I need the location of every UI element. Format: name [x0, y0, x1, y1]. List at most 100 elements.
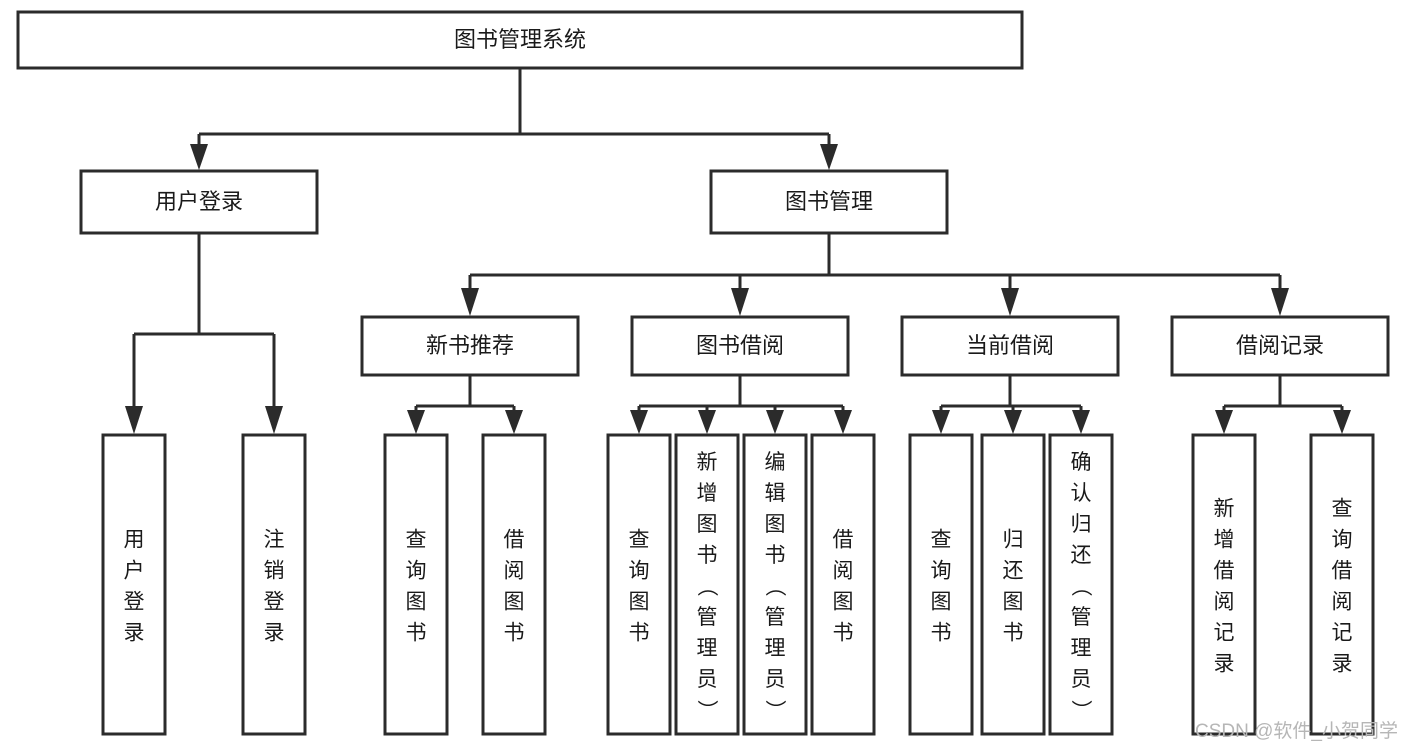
svg-text:户: 户 — [124, 560, 145, 583]
node-book-management[interactable]: 图书管理 — [709, 169, 949, 235]
arrow-head-borrow-record — [1271, 288, 1289, 316]
node-leaf-query-books-current-box[interactable] — [908, 433, 974, 736]
node-leaf-user-login-box[interactable] — [101, 433, 167, 736]
node-leaf-query-books-recommend-box[interactable] — [383, 433, 449, 736]
svg-text:图: 图 — [833, 591, 854, 614]
svg-text:书: 书 — [1003, 622, 1024, 645]
svg-text:增: 增 — [1214, 529, 1235, 552]
svg-text:用: 用 — [124, 529, 145, 552]
arrow-head-leaf-edit-book-admin — [766, 410, 784, 434]
svg-text:录: 录 — [1214, 653, 1235, 676]
svg-text:管: 管 — [697, 606, 718, 629]
svg-text:记: 记 — [1332, 622, 1353, 645]
svg-text:书: 书 — [406, 622, 427, 645]
svg-text:录: 录 — [264, 622, 285, 645]
svg-text:图: 图 — [406, 591, 427, 614]
node-new-book-recommend-label: 新书推荐 — [426, 333, 514, 358]
node-leaf-add-book-admin-box[interactable] — [674, 433, 740, 736]
svg-text:登: 登 — [124, 591, 145, 614]
svg-text:）: ） — [695, 700, 718, 721]
node-book-management-box[interactable] — [709, 169, 949, 235]
arrow-head-leaf-query-books-borrow — [630, 410, 648, 434]
svg-text:查: 查 — [931, 529, 952, 552]
svg-text:录: 录 — [1332, 653, 1353, 676]
svg-text:（: （ — [695, 576, 718, 597]
svg-text:书: 书 — [504, 622, 525, 645]
svg-text:图: 图 — [765, 513, 786, 536]
arrow-head-new-book-recommend — [461, 288, 479, 316]
node-current-borrow-label: 当前借阅 — [966, 333, 1054, 358]
svg-text:理: 理 — [765, 637, 786, 660]
svg-text:书: 书 — [833, 622, 854, 645]
svg-text:员: 员 — [765, 668, 786, 691]
svg-text:阅: 阅 — [1214, 591, 1235, 614]
arrow-head-leaf-query-books-current — [932, 410, 950, 434]
svg-text:书: 书 — [765, 544, 786, 567]
node-leaf-borrow-books-borrow-box[interactable] — [810, 433, 876, 736]
node-borrow-record-label: 借阅记录 — [1236, 333, 1324, 358]
node-book-borrow-box[interactable] — [630, 315, 850, 377]
arrow-head-leaf-borrow-books-borrow — [834, 410, 852, 434]
svg-text:新: 新 — [1214, 498, 1235, 521]
arrow-head-leaf-user-logout — [265, 406, 283, 434]
svg-text:询: 询 — [406, 560, 427, 583]
svg-text:询: 询 — [629, 560, 650, 583]
svg-text:（: （ — [763, 576, 786, 597]
node-new-book-recommend[interactable]: 新书推荐 — [360, 315, 580, 377]
node-new-book-recommend-box[interactable] — [360, 315, 580, 377]
node-leaf-user-login-label: 用户登录 — [124, 529, 145, 645]
node-current-borrow[interactable]: 当前借阅 — [900, 315, 1120, 377]
node-leaf-query-borrow-record-box[interactable] — [1309, 433, 1375, 736]
arrow-head-leaf-add-book-admin — [698, 410, 716, 434]
svg-text:编: 编 — [765, 451, 786, 474]
svg-text:图: 图 — [629, 591, 650, 614]
node-leaf-borrow-books-recommend-box[interactable] — [481, 433, 547, 736]
node-user-login-box[interactable] — [79, 169, 319, 235]
arrow-head-leaf-user-login — [125, 406, 143, 434]
node-leaf-edit-book-admin-box[interactable] — [742, 433, 808, 736]
svg-text:（: （ — [1069, 576, 1092, 597]
svg-text:管: 管 — [1071, 606, 1092, 629]
svg-text:管: 管 — [765, 606, 786, 629]
svg-text:辑: 辑 — [765, 482, 786, 505]
svg-text:图: 图 — [1003, 591, 1024, 614]
node-root[interactable]: 图书管理系统 — [16, 10, 1024, 70]
node-leaf-return-books-box[interactable] — [980, 433, 1046, 736]
node-book-borrow[interactable]: 图书借阅 — [630, 315, 850, 377]
node-borrow-record[interactable]: 借阅记录 — [1170, 315, 1390, 377]
svg-text:员: 员 — [697, 668, 718, 691]
node-user-login-label: 用户登录 — [155, 189, 243, 214]
arrow-head-book-management — [820, 144, 838, 170]
svg-text:新: 新 — [697, 451, 718, 474]
node-leaf-confirm-return-admin-box[interactable] — [1048, 433, 1114, 736]
node-leaf-query-books-borrow-box[interactable] — [606, 433, 672, 736]
svg-text:图: 图 — [504, 591, 525, 614]
node-root-box[interactable] — [16, 10, 1024, 70]
arrow-head-leaf-query-books-recommend — [407, 410, 425, 434]
arrow-head-leaf-query-borrow-record — [1333, 410, 1351, 434]
svg-text:询: 询 — [931, 560, 952, 583]
node-current-borrow-box[interactable] — [900, 315, 1120, 377]
svg-text:归: 归 — [1071, 513, 1092, 536]
node-leaf-user-logout-box[interactable] — [241, 433, 307, 736]
node-user-login[interactable]: 用户登录 — [79, 169, 319, 235]
node-leaf-add-borrow-record-box[interactable] — [1191, 433, 1257, 736]
svg-text:阅: 阅 — [1332, 591, 1353, 614]
svg-text:销: 销 — [264, 560, 285, 583]
arrow-head-user-login — [190, 144, 208, 170]
svg-text:询: 询 — [1332, 529, 1353, 552]
leaf-node-layer — [101, 433, 1375, 736]
node-borrow-record-box[interactable] — [1170, 315, 1390, 377]
svg-text:确: 确 — [1071, 451, 1092, 474]
